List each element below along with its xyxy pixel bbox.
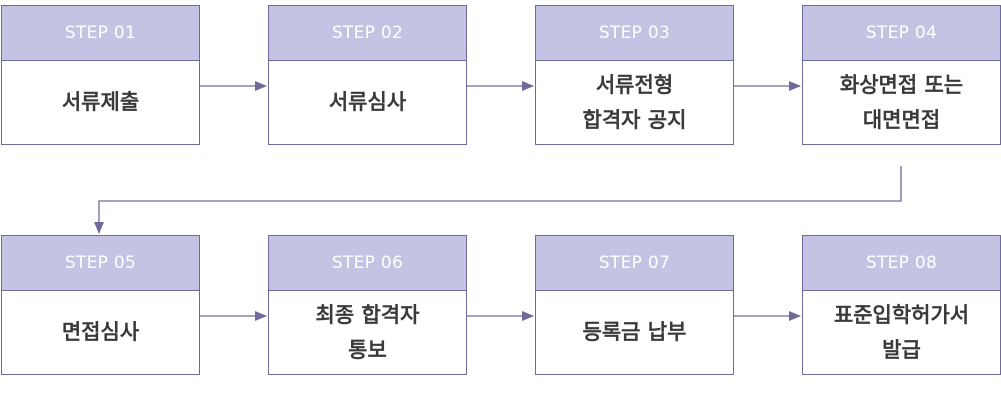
step-01-text-line-1: 서류제출	[61, 90, 140, 114]
step-04-box: STEP 04 화상면접 또는 대면면접	[802, 5, 1001, 145]
step-08-label: STEP 08	[803, 236, 1000, 291]
step-02-box: STEP 02 서류심사	[268, 5, 467, 145]
step-04-label: STEP 04	[803, 6, 1000, 61]
step-08-text-line-2: 발급	[882, 337, 921, 362]
step-04-text-line-2: 대면면접	[862, 107, 941, 132]
step-07-box: STEP 07 등록금 납부	[535, 235, 734, 375]
step-03-body: 서류전형 합격자 공지	[536, 61, 733, 144]
step-05-box: STEP 05 면접심사	[1, 235, 200, 375]
step-06-text-line-2: 통보	[348, 337, 387, 362]
step-03-box: STEP 03 서류전형 합격자 공지	[535, 5, 734, 145]
step-02-body: 서류심사	[269, 61, 466, 144]
step-03-text-line-1: 서류전형	[595, 72, 674, 97]
step-06-body: 최종 합격자 통보	[269, 291, 466, 374]
step-02-label: STEP 02	[269, 6, 466, 61]
step-07-body: 등록금 납부	[536, 291, 733, 374]
step-05-text-line-1: 면접심사	[61, 320, 140, 344]
step-08-box: STEP 08 표준입학허가서 발급	[802, 235, 1001, 375]
step-01-label: STEP 01	[2, 6, 199, 61]
step-08-text-line-1: 표준입학허가서	[833, 302, 970, 327]
step-04-text-line-1: 화상면접 또는	[839, 72, 964, 97]
step-06-text-line-1: 최종 합격자	[315, 302, 420, 327]
step-07-text-line-1: 등록금 납부	[582, 320, 687, 344]
step-01-body: 서류제출	[2, 61, 199, 144]
step-06-label: STEP 06	[269, 236, 466, 291]
step-05-body: 면접심사	[2, 291, 199, 374]
step-08-body: 표준입학허가서 발급	[803, 291, 1000, 374]
connector-step04-step05	[94, 166, 902, 234]
step-03-text-line-2: 합격자 공지	[582, 107, 687, 132]
step-04-body: 화상면접 또는 대면면접	[803, 61, 1000, 144]
step-05-label: STEP 05	[2, 236, 199, 291]
step-02-text-line-1: 서류심사	[328, 90, 407, 114]
step-01-box: STEP 01 서류제출	[1, 5, 200, 145]
step-07-label: STEP 07	[536, 236, 733, 291]
step-03-label: STEP 03	[536, 6, 733, 61]
step-06-box: STEP 06 최종 합격자 통보	[268, 235, 467, 375]
